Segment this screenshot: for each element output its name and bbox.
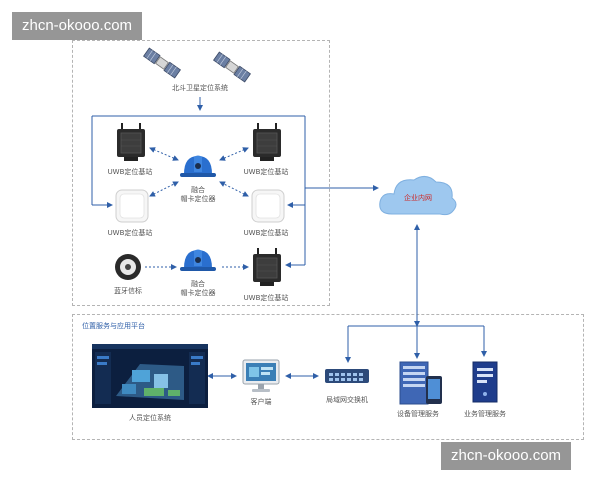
device-management-label: 设备管理服务 <box>397 410 439 418</box>
client-computer-icon <box>242 359 280 392</box>
satellite-system-label: 北斗卫星定位系统 <box>172 84 228 92</box>
lan-switch-label: 局域网交换机 <box>326 396 368 404</box>
uwb-station-icon <box>253 123 281 161</box>
bluetooth-beacon-icon <box>115 254 141 280</box>
helmet-locator-label-line2: 帽卡定位器 <box>180 289 216 297</box>
client-label: 客户端 <box>250 398 272 406</box>
helmet-locator-label-line2: 帽卡定位器 <box>180 195 216 203</box>
uwb-station-icon <box>117 123 145 161</box>
business-management-label: 业务管理服务 <box>464 410 506 418</box>
uwb-station-white-icon <box>251 189 285 223</box>
uwb-station-label: UWB定位基站 <box>243 229 289 237</box>
helmet-locator-icon <box>180 249 216 271</box>
uwb-station-icon <box>253 248 281 286</box>
business-management-server-icon <box>472 361 498 403</box>
lan-switch-icon <box>325 369 369 383</box>
positioning-system-screen <box>92 344 208 408</box>
watermark-bottom: zhcn-okooo.com <box>441 442 572 470</box>
platform-panel <box>72 314 584 440</box>
platform-title: 位置服务与应用平台 <box>82 322 145 330</box>
uwb-station-white-icon <box>115 189 149 223</box>
uwb-station-label: UWB定位基站 <box>243 168 289 176</box>
cloud-icon <box>379 176 457 216</box>
field-devices-panel <box>72 40 330 306</box>
watermark-top: zhcn-okooo.com <box>12 12 143 40</box>
helmet-locator-label-line1: 融合 <box>191 186 205 194</box>
uwb-station-label: UWB定位基站 <box>107 168 153 176</box>
bluetooth-beacon-label: 蓝牙信标 <box>114 287 142 295</box>
positioning-system-label: 人员定位系统 <box>129 414 171 422</box>
helmet-locator-label-line1: 融合 <box>191 280 205 288</box>
satellite-icon <box>213 51 251 83</box>
cloud-label: 企业内网 <box>404 194 432 202</box>
device-management-server-icon <box>399 361 442 405</box>
uwb-station-label: UWB定位基站 <box>107 229 153 237</box>
satellite-icon <box>143 47 181 79</box>
uwb-station-label: UWB定位基站 <box>243 294 289 302</box>
helmet-locator-icon <box>180 155 216 177</box>
